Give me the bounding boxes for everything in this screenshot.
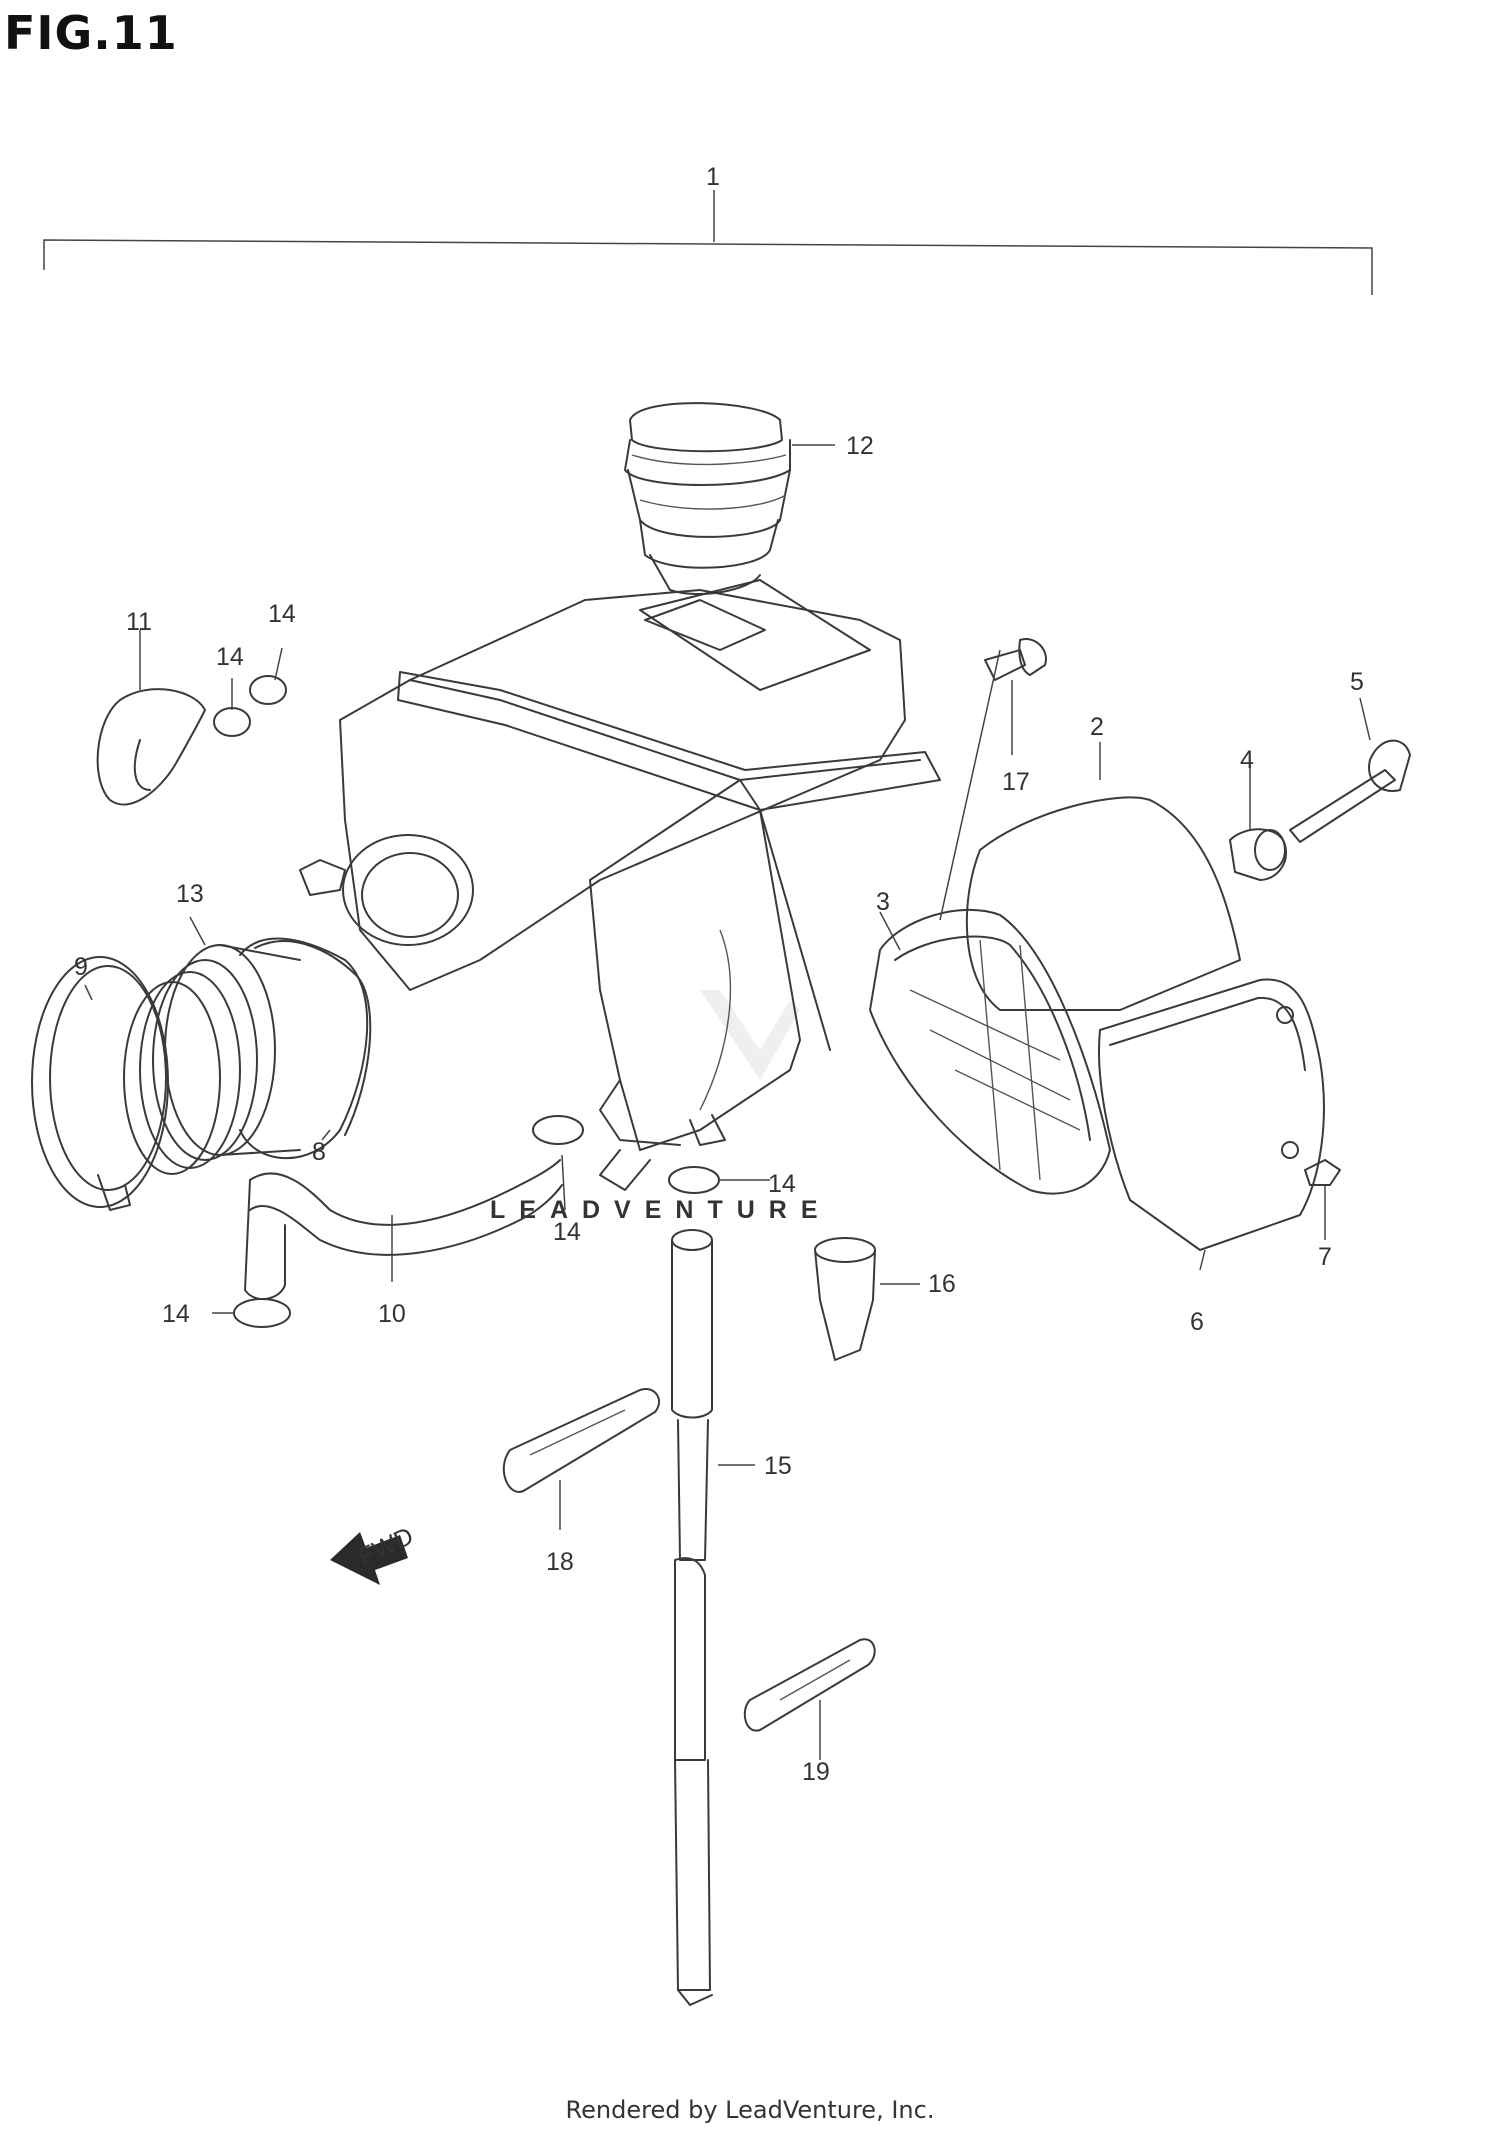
part-7-screw [1304, 1159, 1341, 1186]
callout-9: 9 [74, 953, 88, 981]
part-9-clamp [31, 956, 169, 1211]
part-18-bracket [502, 1388, 660, 1493]
part-15-drain-tube [671, 1229, 713, 2006]
callout-14-d: 14 [553, 1218, 581, 1246]
callout-7: 7 [1318, 1243, 1332, 1271]
callout-14-b: 14 [216, 643, 244, 671]
callout-5: 5 [1350, 668, 1364, 696]
part-16-drain-plug [814, 1237, 876, 1361]
assembly-bracket [43, 190, 1373, 295]
callout-16: 16 [928, 1270, 956, 1298]
callout-labels: 1 12 11 14 14 17 2 5 4 3 13 9 8 14 14 7 … [74, 163, 1364, 1786]
callout-17: 17 [1002, 768, 1030, 796]
callout-18: 18 [546, 1548, 574, 1576]
callout-6: 6 [1190, 1308, 1204, 1336]
part-2-filter-cover [965, 796, 1241, 1011]
callout-1: 1 [706, 163, 720, 191]
part-13-intake-boot [123, 944, 301, 1175]
callout-15: 15 [764, 1452, 792, 1480]
part-11-breather-hose [96, 688, 206, 806]
callout-14-e: 14 [162, 1300, 190, 1328]
part-10-drain-hose [244, 1159, 563, 1300]
callout-19: 19 [802, 1758, 830, 1786]
watermark: LEADVENTURE [490, 990, 832, 1224]
part-14-hose-clamps [213, 675, 720, 1328]
callout-3: 3 [876, 888, 890, 916]
callout-12: 12 [846, 432, 874, 460]
callout-11: 11 [126, 608, 152, 636]
callout-4: 4 [1240, 746, 1254, 774]
callout-10: 10 [378, 1300, 406, 1328]
callout-2: 2 [1090, 713, 1104, 741]
part-12-intake-duct [624, 402, 791, 596]
fwd-arrow: FWD [330, 1522, 418, 1585]
callout-8: 8 [312, 1138, 326, 1166]
part-3-filter-element [869, 908, 1111, 1195]
footer-credit: Rendered by LeadVenture, Inc. [565, 2096, 935, 2124]
part-4-grommet [1229, 828, 1287, 881]
leader-lines [84, 444, 1371, 1760]
part-5-thumb-screw [1289, 739, 1411, 843]
part-17-bolt [984, 638, 1047, 681]
callout-14-c: 14 [768, 1170, 796, 1198]
part-19-bracket [743, 1638, 876, 1732]
part-8-outlet-tube-clamp [239, 937, 372, 1160]
airbox-housing [299, 579, 941, 1191]
figure-title: FIG.11 [4, 6, 178, 60]
part-6-cover-cap [1098, 978, 1325, 1251]
watermark-text: LEADVENTURE [490, 1196, 832, 1224]
callout-14-a: 14 [268, 600, 296, 628]
callout-13: 13 [176, 880, 204, 908]
